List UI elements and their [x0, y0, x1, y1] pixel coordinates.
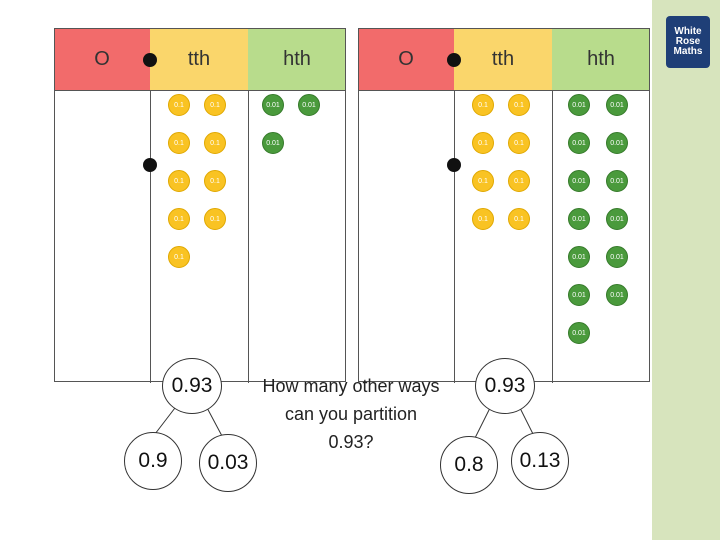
hundredth-counter: 0.01 [606, 246, 628, 268]
right-ones-body [358, 90, 455, 383]
tenth-counter: 0.1 [168, 132, 190, 154]
left-hundredths-column: hth [248, 28, 346, 382]
tenth-counter: 0.1 [508, 94, 530, 116]
right-hundredths-header-label: hth [587, 47, 615, 70]
hundredth-counter: 0.01 [568, 246, 590, 268]
hundredth-counter: 0.01 [568, 94, 590, 116]
tenth-counter: 0.1 [472, 208, 494, 230]
left-decimal-point-top [143, 53, 157, 67]
hundredth-counter: 0.01 [606, 94, 628, 116]
left-part-1-circle: 0.9 [124, 432, 182, 490]
logo-line-1: White [674, 26, 702, 37]
left-whole-circle: 0.93 [162, 358, 222, 414]
tenth-counter: 0.1 [508, 170, 530, 192]
right-ones-header: O [358, 28, 455, 90]
left-part-1-value: 0.9 [138, 449, 168, 472]
left-decimal-point-mid [143, 158, 157, 172]
left-ones-header-label: O [94, 47, 110, 70]
hundredth-counter: 0.01 [568, 284, 590, 306]
right-ones-column: O [358, 28, 455, 383]
right-hundredths-column: hth [552, 28, 650, 382]
hundredth-counter: 0.01 [568, 322, 590, 344]
hundredth-counter: 0.01 [298, 94, 320, 116]
hundredth-counter: 0.01 [606, 132, 628, 154]
logo-line-3: Maths [673, 46, 703, 57]
tenth-counter: 0.1 [204, 208, 226, 230]
right-place-value-table: O tth hth [358, 28, 650, 383]
right-tenths-column: tth [454, 28, 553, 383]
tenth-counter: 0.1 [508, 132, 530, 154]
left-tenths-header: tth [150, 28, 249, 90]
tenth-counter: 0.1 [204, 170, 226, 192]
left-hundredths-body [248, 90, 346, 383]
right-part-1-value: 0.8 [454, 453, 484, 476]
right-tenths-header-label: tth [491, 47, 515, 70]
right-whole-circle: 0.93 [475, 358, 535, 414]
right-part-2-circle: 0.13 [511, 432, 569, 490]
hundredth-counter: 0.01 [262, 132, 284, 154]
left-ones-body [54, 90, 151, 383]
right-part-1-circle: 0.8 [440, 436, 498, 494]
left-tenths-body [150, 90, 249, 383]
right-whole-value: 0.93 [484, 374, 526, 397]
left-tenths-column: tth [150, 28, 249, 383]
left-place-value-table: O tth hth [54, 28, 346, 383]
hundredth-counter: 0.01 [568, 170, 590, 192]
white-rose-maths-logo: White Rose Maths [666, 16, 710, 68]
left-whole-value: 0.93 [171, 374, 213, 397]
question-text: How many other ways can you partition 0.… [262, 376, 440, 452]
left-part-2-value: 0.03 [207, 451, 249, 474]
tenth-counter: 0.1 [168, 170, 190, 192]
tenth-counter: 0.1 [168, 246, 190, 268]
logo-line-2: Rose [675, 36, 701, 47]
hundredth-counter: 0.01 [568, 132, 590, 154]
tenth-counter: 0.1 [508, 208, 530, 230]
right-tenths-body [454, 90, 553, 383]
left-part-2-circle: 0.03 [199, 434, 257, 492]
tenth-counter: 0.1 [472, 170, 494, 192]
tenth-counter: 0.1 [472, 94, 494, 116]
right-decimal-point-mid [447, 158, 461, 172]
right-tenths-header: tth [454, 28, 553, 90]
right-hundredths-header: hth [552, 28, 650, 90]
right-decimal-point-top [447, 53, 461, 67]
left-ones-column: O [54, 28, 151, 383]
hundredth-counter: 0.01 [606, 284, 628, 306]
left-hundredths-header-label: hth [283, 47, 311, 70]
right-ones-header-label: O [398, 47, 414, 70]
hundredth-counter: 0.01 [606, 170, 628, 192]
right-part-2-value: 0.13 [519, 449, 561, 472]
tenth-counter: 0.1 [204, 94, 226, 116]
tenth-counter: 0.1 [204, 132, 226, 154]
hundredth-counter: 0.01 [568, 208, 590, 230]
left-ones-header: O [54, 28, 151, 90]
sidebar-strip [652, 0, 720, 540]
left-hundredths-header: hth [248, 28, 346, 90]
hundredth-counter: 0.01 [262, 94, 284, 116]
right-hundredths-body [552, 90, 650, 383]
left-tenths-header-label: tth [187, 47, 211, 70]
tenth-counter: 0.1 [472, 132, 494, 154]
tenth-counter: 0.1 [168, 94, 190, 116]
tenth-counter: 0.1 [168, 208, 190, 230]
hundredth-counter: 0.01 [606, 208, 628, 230]
